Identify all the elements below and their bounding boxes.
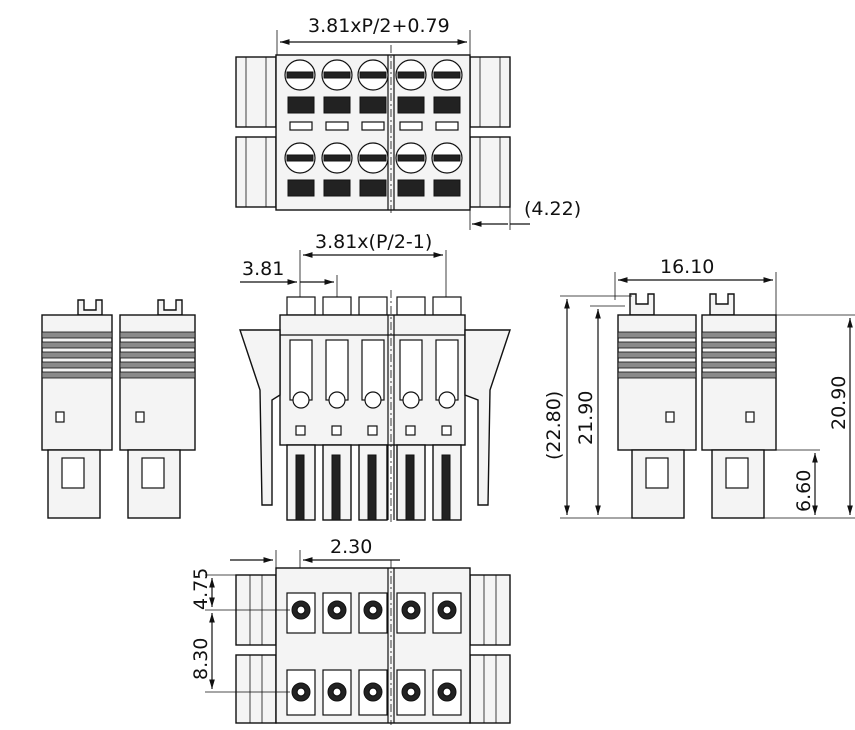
inner-span-label: 3.81x(P/2-1) <box>315 231 432 253</box>
right-height-label: 20.90 <box>828 376 850 430</box>
bottom-v2-label: 8.30 <box>190 638 212 680</box>
body-height-label: 21.90 <box>575 391 597 445</box>
top-width-label: 3.81xP/2+0.79 <box>308 15 450 37</box>
top-view: 3.81xP/2+0.79 <box>235 15 581 230</box>
pitch-label: 3.81 <box>242 258 284 280</box>
offset-label: (4.22) <box>524 198 581 220</box>
top-slots <box>287 96 461 197</box>
front-view: 3.81x(P/2-1) 3.81 <box>239 231 511 521</box>
bottom-sockets <box>286 592 462 716</box>
left-side-view <box>41 299 196 519</box>
bottom-pitch-label: 2.30 <box>330 536 372 558</box>
lower-height-label: 6.60 <box>793 470 815 512</box>
bottom-view: 2.30 <box>190 536 511 724</box>
side-width-label: 16.10 <box>660 256 714 278</box>
bottom-v1-label: 4.75 <box>190 568 212 610</box>
front-cavities <box>289 339 459 436</box>
right-side-view: 16.10 (22.80) 21.90 <box>543 256 855 519</box>
right-ribs <box>617 331 777 379</box>
top-screws <box>284 59 463 174</box>
overall-height-label: (22.80) <box>543 391 565 460</box>
left-ribs <box>41 331 196 379</box>
front-pins <box>286 444 462 521</box>
